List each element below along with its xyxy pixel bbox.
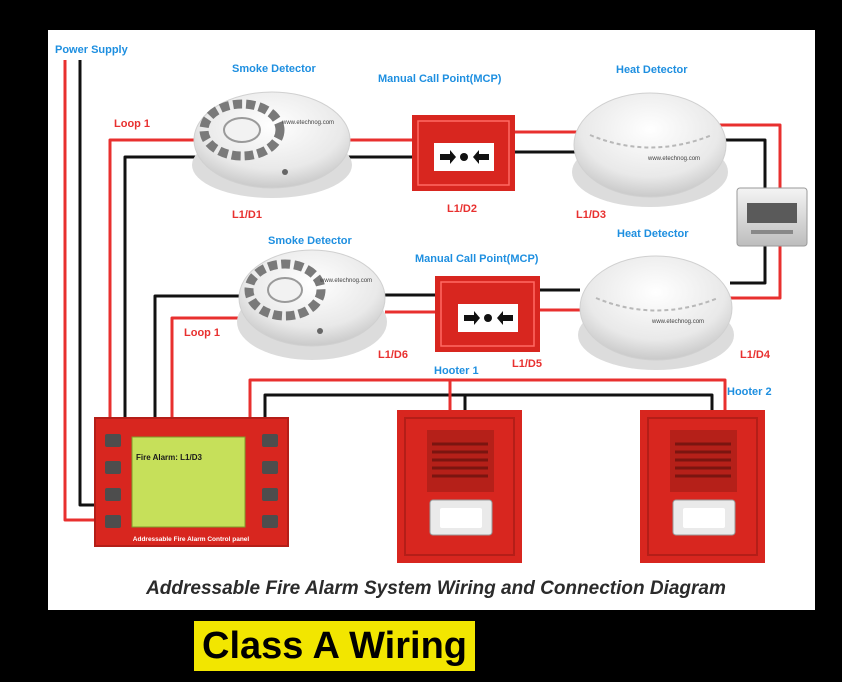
smoke-detector-top-label: Smoke Detector [232,63,316,75]
panel-screen-text: Fire Alarm: L1/D3 [136,453,202,462]
d3-label: L1/D3 [576,209,606,221]
watermark-text: www.etechnog.com [651,319,704,325]
watermark-text: www.etechnog.com [319,278,372,284]
watermark-text: www.etechnog.com [647,156,700,162]
panel-button[interactable] [262,515,278,528]
panel-button[interactable] [105,461,121,474]
wires [63,60,782,522]
panel-button[interactable] [262,461,278,474]
heat-detector-top-label: Heat Detector [616,64,688,76]
smoke-detector-top: www.etechnog.com [192,91,352,198]
panel-button[interactable] [105,515,121,528]
mcp-top [412,115,515,191]
loop-top-red [108,138,200,418]
heat-detector-top: www.etechnog.com [572,92,728,207]
caption-banner: Class A Wiring [194,621,475,671]
panel-button[interactable] [262,434,278,447]
diagram-title: Addressable Fire Alarm System Wiring and… [145,578,726,599]
panel-button[interactable] [105,488,121,501]
d1-label: L1/D1 [232,209,262,221]
panel-buttons [105,434,278,528]
control-panel: Fire Alarm: L1/D3 Addressable Fire Alarm… [94,417,289,547]
power-wire-black [78,60,95,507]
hooter-wire-black [263,393,714,418]
hooter-1-label: Hooter 1 [434,365,479,377]
panel-button[interactable] [262,488,278,501]
mcp-bottom-label: Manual Call Point(MCP) [415,253,539,265]
d6-label: L1/D6 [378,349,408,361]
smoke-detector-bottom-label: Smoke Detector [268,235,352,247]
loop-top-label: Loop 1 [114,118,150,130]
loop-bottom-red [170,316,240,418]
power-wire-red [63,60,95,522]
mcp-top-label: Manual Call Point(MCP) [378,73,502,85]
smoke-detector-bottom: www.etechnog.com [237,249,387,360]
hooter-wire-red [248,378,727,418]
heat-detector-bottom: www.etechnog.com [578,255,734,370]
panel-screen [131,436,246,528]
hooter-2 [640,410,765,563]
panel-footer-text: Addressable Fire Alarm Control panel [133,536,250,543]
power-supply-label: Power Supply [55,44,129,56]
heat-detector-bottom-label: Heat Detector [617,228,689,240]
hooter-1 [397,410,522,563]
loop-bottom-black [153,294,240,418]
loop-bottom-label: Loop 1 [184,327,220,339]
d4-label: L1/D4 [740,349,771,361]
loop-top-black [123,155,200,418]
isolator-module [736,187,808,247]
panel-button[interactable] [105,434,121,447]
d5-label: L1/D5 [512,358,542,370]
d2-label: L1/D2 [447,203,477,215]
watermark-text: www.etechnog.com [281,120,334,126]
mcp-bottom [435,276,540,352]
hooter-2-label: Hooter 2 [727,386,772,398]
